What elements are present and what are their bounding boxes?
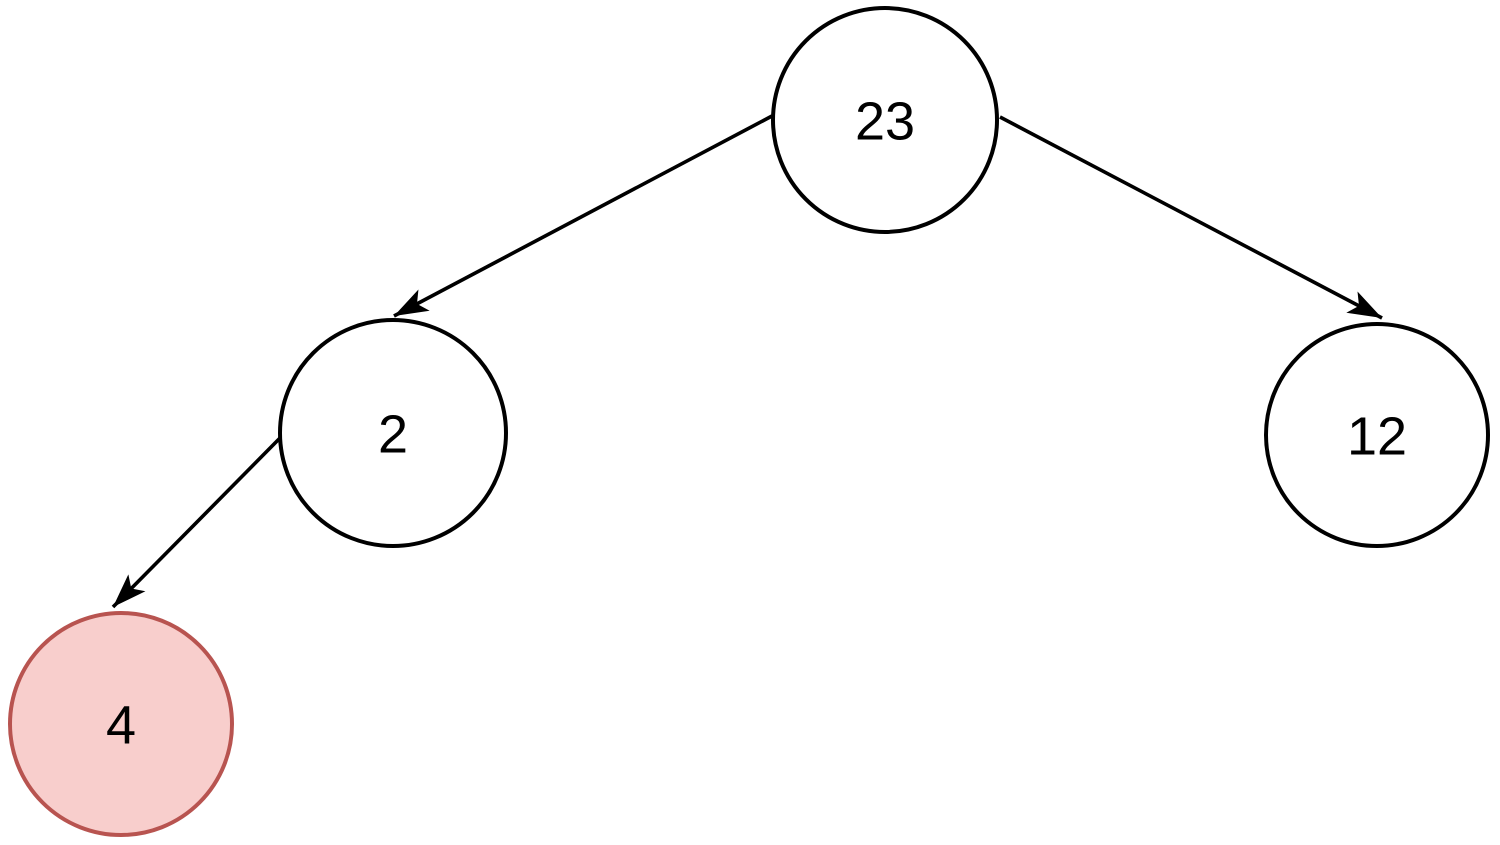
node-label-23: 23	[855, 91, 915, 151]
tree-node-4-highlighted[interactable]: 4	[8, 611, 234, 837]
edge-2-to-4[interactable]	[111, 435, 283, 609]
node-circle-4[interactable]	[8, 611, 234, 837]
node-label-2: 2	[378, 404, 408, 464]
tree-node-23[interactable]: 23	[771, 6, 999, 234]
edge-23-to-12[interactable]	[999, 115, 1383, 320]
node-label-4: 4	[106, 695, 136, 755]
node-circle-2[interactable]	[278, 318, 508, 548]
node-label-12: 12	[1347, 406, 1407, 466]
node-circle-23[interactable]	[771, 6, 999, 234]
tree-node-2[interactable]: 2	[278, 318, 508, 548]
edge-23-to-2[interactable]	[393, 114, 773, 318]
tree-node-12[interactable]: 12	[1264, 322, 1490, 548]
node-circle-12[interactable]	[1264, 322, 1490, 548]
